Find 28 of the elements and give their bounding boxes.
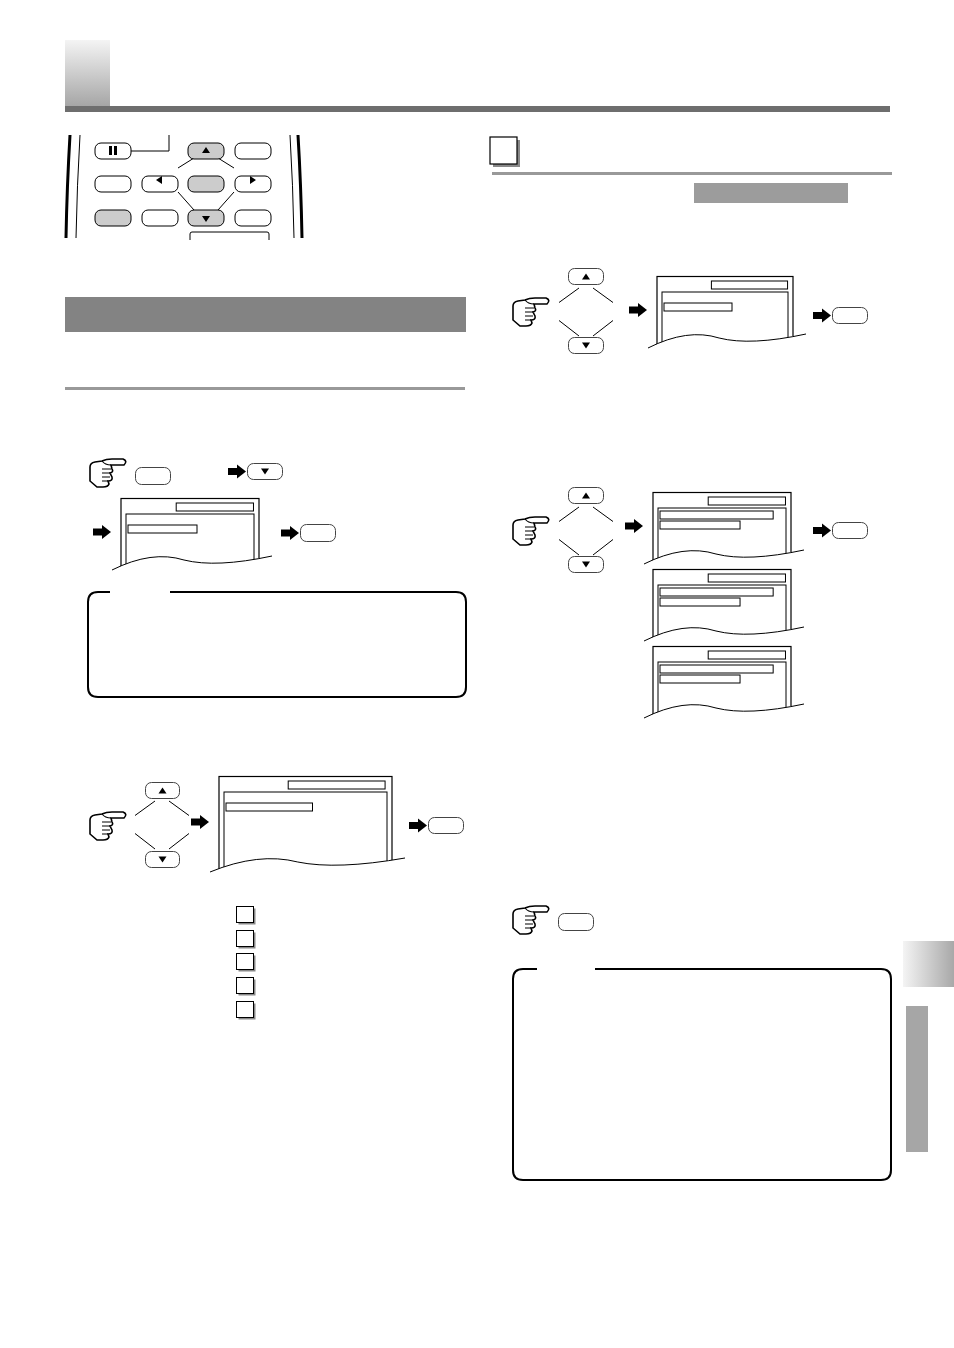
menu-screen [644, 646, 804, 718]
number-square [236, 906, 256, 925]
menu-screen [644, 569, 804, 641]
remote-button [832, 307, 868, 324]
menu-screen [644, 492, 804, 564]
menu-screen [648, 276, 806, 348]
remote-button [832, 522, 868, 539]
section-heading-band [65, 297, 466, 332]
remote-button [135, 467, 171, 485]
number-square [236, 930, 256, 949]
number-square [236, 1001, 256, 1020]
remote-button [558, 913, 594, 931]
side-tab [903, 941, 954, 987]
remote-button [145, 851, 180, 868]
remote-button [300, 524, 336, 542]
menu-screen [112, 498, 272, 570]
remote-button [145, 782, 180, 799]
side-index-bar [906, 1006, 928, 1152]
number-square [236, 953, 256, 972]
remote-button [568, 268, 604, 285]
number-square [236, 977, 256, 996]
remote-button [428, 817, 464, 834]
remote-button [568, 487, 604, 504]
menu-screen [210, 776, 405, 872]
highlight-bar [694, 183, 848, 203]
remote-button [568, 337, 604, 354]
remote-button [568, 556, 604, 573]
remote-button [247, 463, 283, 480]
